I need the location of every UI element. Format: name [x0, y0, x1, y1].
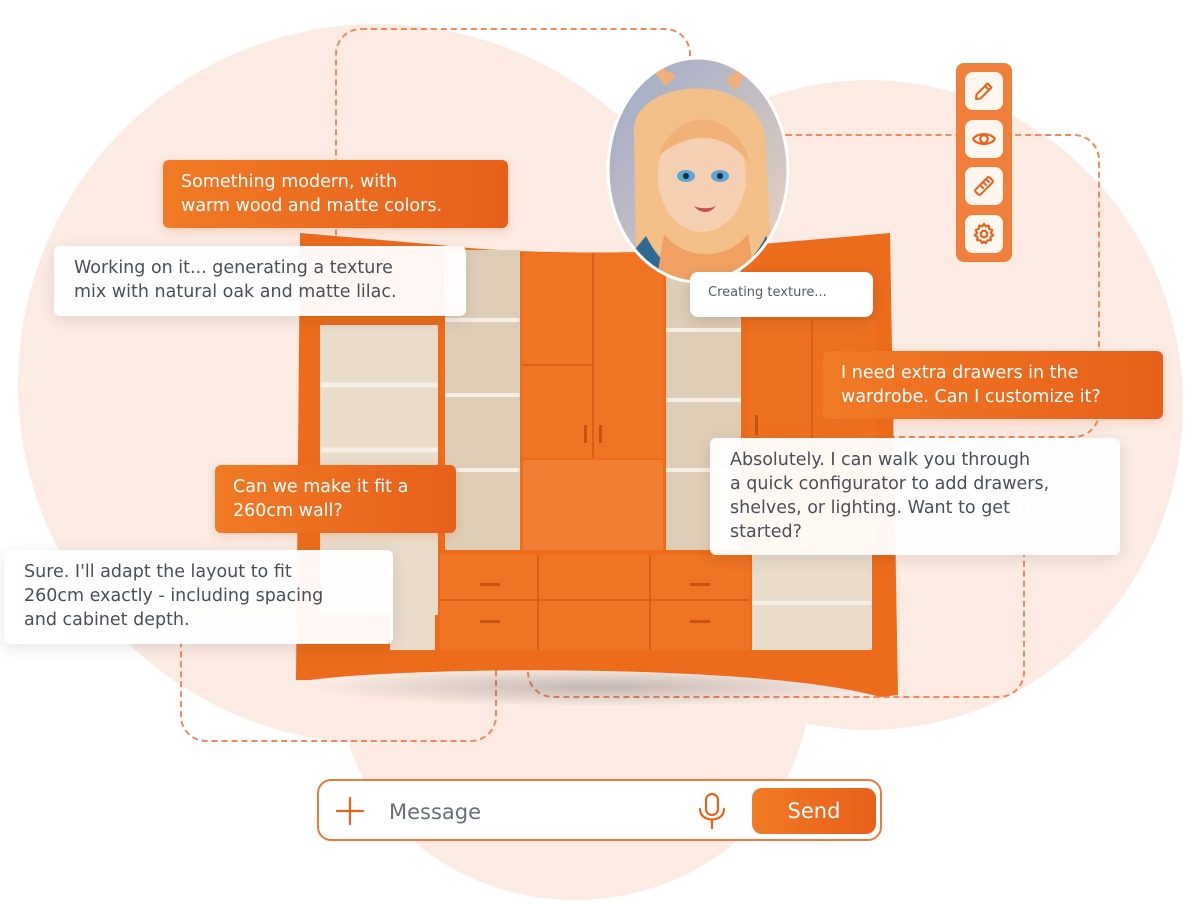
assistant-message-layout: Sure. I'll adapt the layout to fit 260cm… — [4, 550, 393, 644]
user-message-style: Something modern, with warm wood and mat… — [163, 160, 508, 228]
assistant-avatar — [606, 56, 790, 284]
message-line: wardrobe. Can I customize it? — [841, 387, 1101, 407]
user-message-drawers: I need extra drawers in the wardrobe. Ca… — [823, 351, 1163, 419]
message-line: Can we make it fit a — [233, 477, 409, 497]
status-text: Creating texture... — [708, 285, 827, 300]
user-message-wall-fit: Can we make it fit a 260cm wall? — [215, 465, 456, 533]
message-line: I need extra drawers in the — [841, 363, 1079, 383]
message-line: Something modern, with — [181, 172, 398, 192]
message-line: Working on it... generating a texture — [74, 258, 393, 278]
measure-button[interactable] — [965, 167, 1003, 206]
eye-icon — [972, 132, 996, 145]
message-bar: Send — [317, 779, 882, 841]
message-line: Sure. I'll adapt the layout to fit — [24, 562, 292, 582]
ruler-icon — [974, 176, 994, 197]
send-button[interactable]: Send — [752, 788, 876, 834]
message-line: Absolutely. I can walk you through — [730, 450, 1031, 470]
assistant-message-configurator: Absolutely. I can walk you through a qui… — [710, 438, 1120, 555]
message-line: 260cm wall? — [233, 501, 343, 521]
gear-icon — [973, 222, 995, 244]
message-line: a quick configurator to add drawers, — [730, 474, 1050, 494]
editor-toolbar — [956, 63, 1012, 262]
pencil-icon — [975, 82, 993, 101]
settings-button[interactable] — [965, 214, 1003, 253]
message-line: warm wood and matte colors. — [181, 196, 443, 216]
status-creating-texture: Creating texture... — [690, 272, 873, 317]
message-line: 260cm exactly - including spacing — [24, 586, 324, 606]
preview-button[interactable] — [965, 119, 1003, 158]
message-line: started? — [730, 522, 802, 542]
microphone-icon[interactable] — [695, 791, 729, 831]
plus-icon[interactable] — [333, 794, 367, 828]
message-input[interactable] — [387, 794, 691, 830]
message-line: mix with natural oak and matte lilac. — [74, 282, 397, 302]
edit-button[interactable] — [965, 72, 1003, 111]
message-line: and cabinet depth. — [24, 610, 190, 630]
message-line: shelves, or lighting. Want to get — [730, 498, 1010, 518]
assistant-message-texture: Working on it... generating a texture mi… — [54, 246, 466, 316]
